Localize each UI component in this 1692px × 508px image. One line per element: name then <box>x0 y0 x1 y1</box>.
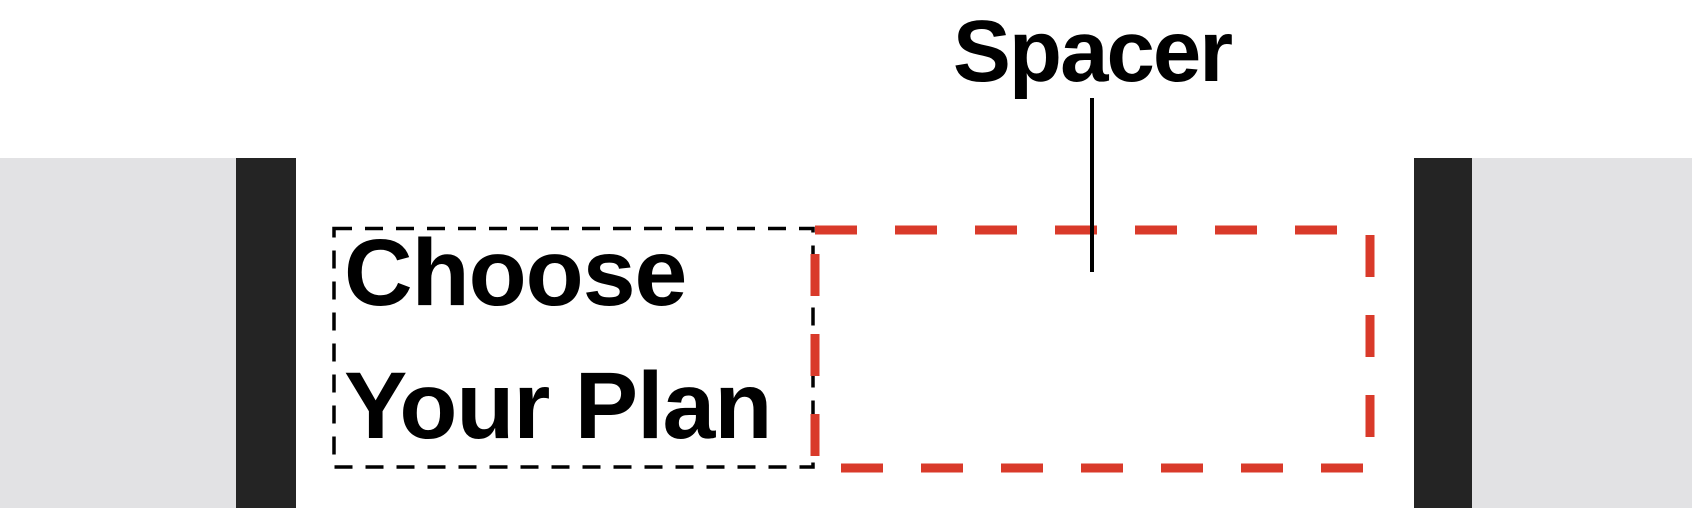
plan-screen-title: Choose Your Plan <box>344 220 772 459</box>
right-outside-panel <box>1472 158 1692 508</box>
left-outside-panel <box>0 158 236 508</box>
right-bezel-bar <box>1414 158 1472 508</box>
left-bezel-bar <box>236 158 296 508</box>
spacer-annotation-label: Spacer <box>952 3 1233 100</box>
